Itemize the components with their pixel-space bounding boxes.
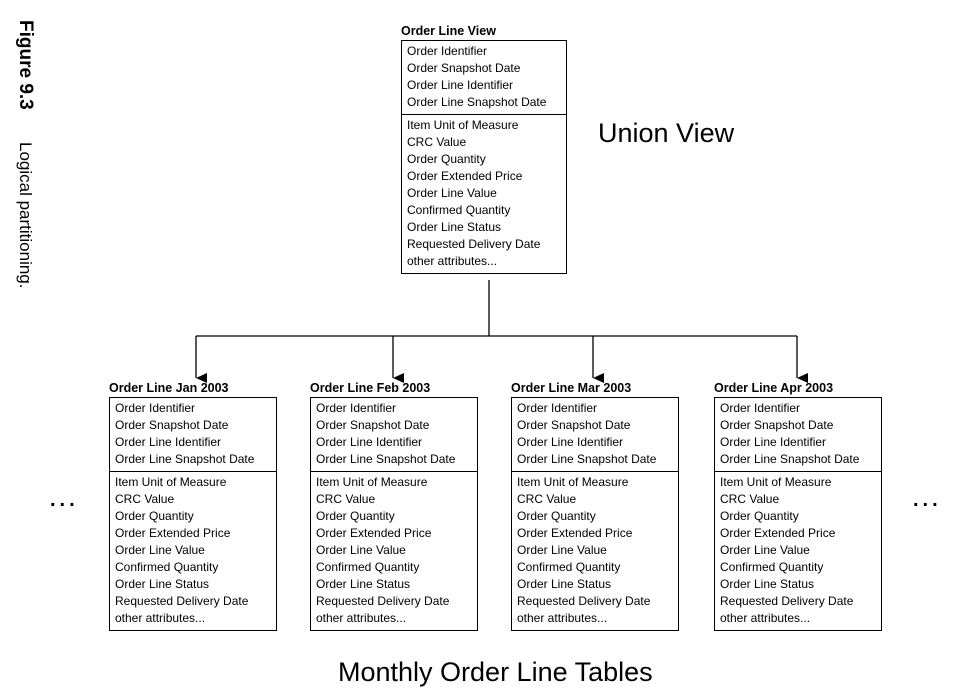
attribute: Confirmed Quantity <box>115 560 219 574</box>
attribute: Order Line Status <box>316 577 411 591</box>
attribute: other attributes... <box>407 254 498 268</box>
key-attribute: Order Snapshot Date <box>720 418 834 432</box>
attribute: Order Extended Price <box>517 526 633 540</box>
attribute: Confirmed Quantity <box>316 560 420 574</box>
attribute: Order Extended Price <box>720 526 836 540</box>
attribute: Order Line Value <box>720 543 810 557</box>
key-attribute: Order Line Snapshot Date <box>316 452 456 466</box>
key-attribute: Order Snapshot Date <box>517 418 631 432</box>
attribute: Order Line Value <box>517 543 607 557</box>
attribute: Item Unit of Measure <box>720 475 832 489</box>
attribute: CRC Value <box>517 492 577 506</box>
attribute: other attributes... <box>720 611 811 625</box>
attribute: Requested Delivery Date <box>115 594 249 608</box>
figure-caption: Figure 9.3 Logical partitioning. <box>15 20 36 289</box>
attribute: Order Line Value <box>407 186 497 200</box>
attribute: Order Line Status <box>720 577 815 591</box>
attribute: Requested Delivery Date <box>517 594 651 608</box>
attribute: Order Line Value <box>115 543 205 557</box>
key-attribute: Order Snapshot Date <box>115 418 229 432</box>
attribute: Requested Delivery Date <box>316 594 450 608</box>
attribute: Order Extended Price <box>316 526 432 540</box>
attribute: Confirmed Quantity <box>407 203 511 217</box>
entity-title: Order Line Apr 2003 <box>714 381 834 395</box>
monthly-tables-label: Monthly Order Line Tables <box>338 657 653 687</box>
continuation-dots-right: ... <box>913 489 942 511</box>
key-attribute: Order Line Snapshot Date <box>720 452 860 466</box>
attribute: Order Line Value <box>316 543 406 557</box>
attribute: Item Unit of Measure <box>316 475 428 489</box>
attribute: Order Quantity <box>720 509 799 523</box>
attribute: Requested Delivery Date <box>407 237 541 251</box>
entity-title: Order Line Jan 2003 <box>109 381 229 395</box>
attribute: Order Quantity <box>407 152 486 166</box>
key-attribute: Order Line Identifier <box>316 435 423 449</box>
key-attribute: Order Line Snapshot Date <box>115 452 255 466</box>
key-attribute: Order Identifier <box>316 401 397 415</box>
union-view-label: Union View <box>598 118 735 148</box>
attribute: Confirmed Quantity <box>517 560 621 574</box>
attribute: other attributes... <box>115 611 206 625</box>
attribute: Order Quantity <box>517 509 596 523</box>
attribute: other attributes... <box>316 611 407 625</box>
attribute: CRC Value <box>316 492 376 506</box>
key-attribute: Order Line Snapshot Date <box>407 95 547 109</box>
continuation-dots-left: ... <box>50 489 79 511</box>
entity-title: Order Line Feb 2003 <box>310 381 431 395</box>
key-attribute: Order Line Identifier <box>517 435 624 449</box>
entity-title: Order Line Mar 2003 <box>511 381 632 395</box>
attribute: Item Unit of Measure <box>407 118 519 132</box>
key-attribute: Order Snapshot Date <box>316 418 430 432</box>
key-attribute: Order Snapshot Date <box>407 61 521 75</box>
key-attribute: Order Identifier <box>720 401 801 415</box>
key-attribute: Order Identifier <box>115 401 196 415</box>
figure-label: Figure 9.3 <box>15 20 36 110</box>
attribute: Requested Delivery Date <box>720 594 854 608</box>
attribute: Confirmed Quantity <box>720 560 824 574</box>
key-attribute: Order Identifier <box>517 401 598 415</box>
attribute: CRC Value <box>407 135 467 149</box>
key-attribute: Order Line Identifier <box>407 78 514 92</box>
attribute: Order Extended Price <box>115 526 231 540</box>
attribute: CRC Value <box>115 492 175 506</box>
attribute: Order Line Status <box>115 577 210 591</box>
attribute: Order Quantity <box>115 509 194 523</box>
attribute: Order Quantity <box>316 509 395 523</box>
key-attribute: Order Line Identifier <box>115 435 222 449</box>
attribute: Order Extended Price <box>407 169 523 183</box>
attribute: Order Line Status <box>407 220 502 234</box>
attribute: Item Unit of Measure <box>115 475 227 489</box>
key-attribute: Order Line Snapshot Date <box>517 452 657 466</box>
attribute: CRC Value <box>720 492 780 506</box>
attribute: Order Line Status <box>517 577 612 591</box>
attribute: Item Unit of Measure <box>517 475 629 489</box>
key-attribute: Order Identifier <box>407 44 488 58</box>
attribute: other attributes... <box>517 611 608 625</box>
entity-title: Order Line View <box>401 24 496 38</box>
key-attribute: Order Line Identifier <box>720 435 827 449</box>
figure-caption-text: Logical partitioning. <box>16 142 35 289</box>
